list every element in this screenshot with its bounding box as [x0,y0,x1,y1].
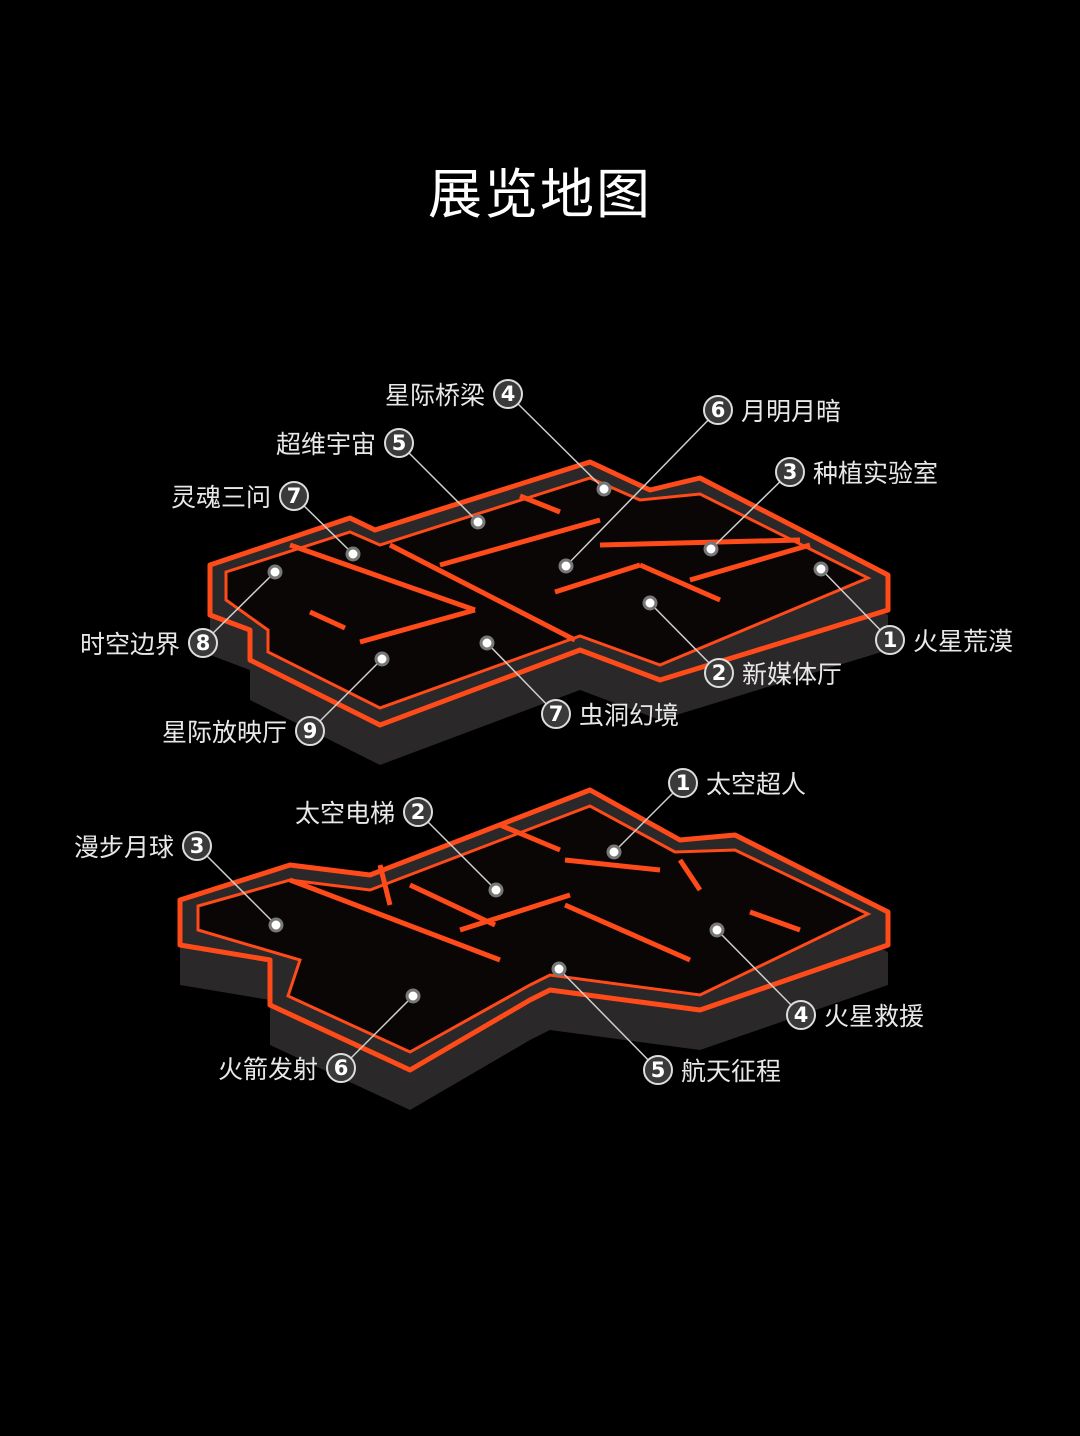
number-badge: 8 [188,628,218,658]
label-text: 时空边界 [79,630,180,659]
number-badge: 6 [703,395,733,425]
label-text: 漫步月球 [73,833,174,862]
label-text: 星际桥梁 [384,381,485,410]
number-badge: 6 [326,1053,356,1083]
label-upper-4[interactable]: 星际桥梁 4 [385,377,523,411]
label-text: 火星救援 [824,1002,925,1031]
label-text: 新媒体厅 [742,660,843,689]
number-badge: 2 [403,797,433,827]
label-lower-4[interactable]: 4 火星救援 [786,998,924,1032]
label-lower-5[interactable]: 5 航天征程 [643,1053,781,1087]
location-dots [267,481,829,1004]
label-text: 虫洞幻境 [579,701,680,730]
label-lower-1[interactable]: 1 太空超人 [668,766,806,800]
number-badge: 4 [493,379,523,409]
label-lower-6[interactable]: 火箭发射 6 [218,1051,356,1085]
label-upper-3[interactable]: 3 种植实验室 [775,455,938,489]
number-badge: 7 [541,699,571,729]
number-badge: 3 [182,831,212,861]
label-upper-1[interactable]: 1 火星荒漠 [875,623,1013,657]
number-badge: 1 [875,625,905,655]
label-text: 星际放映厅 [161,718,287,747]
label-text: 航天征程 [681,1057,782,1086]
label-text: 火箭发射 [217,1055,318,1084]
label-lower-2[interactable]: 太空电梯 2 [295,795,433,829]
number-badge: 5 [384,428,414,458]
label-text: 太空超人 [706,770,807,799]
lower-floor-plan [177,787,891,1110]
page-title: 展览地图 [428,163,652,226]
label-text: 火星荒漠 [913,627,1014,656]
number-badge: 3 [775,457,805,487]
number-badge: 1 [668,768,698,798]
label-upper-5[interactable]: 超维宇宙 5 [276,426,414,460]
label-lower-3[interactable]: 漫步月球 3 [74,829,212,863]
label-text: 灵魂三问 [170,483,271,512]
number-badge: 4 [786,1000,816,1030]
label-text: 种植实验室 [813,459,939,488]
number-badge: 2 [704,658,734,688]
number-badge: 5 [643,1055,673,1085]
label-upper-6[interactable]: 6 月明月暗 [703,393,841,427]
label-upper-7b[interactable]: 7 虫洞幻境 [541,697,679,731]
label-upper-8[interactable]: 时空边界 8 [80,626,218,660]
number-badge: 7 [279,481,309,511]
label-text: 超维宇宙 [275,430,376,459]
label-text: 太空电梯 [294,799,395,828]
label-upper-9[interactable]: 星际放映厅 9 [162,714,325,748]
label-text: 月明月暗 [741,397,842,426]
number-badge: 9 [295,716,325,746]
label-upper-7a[interactable]: 灵魂三问 7 [171,479,309,513]
label-upper-2[interactable]: 2 新媒体厅 [704,656,842,690]
